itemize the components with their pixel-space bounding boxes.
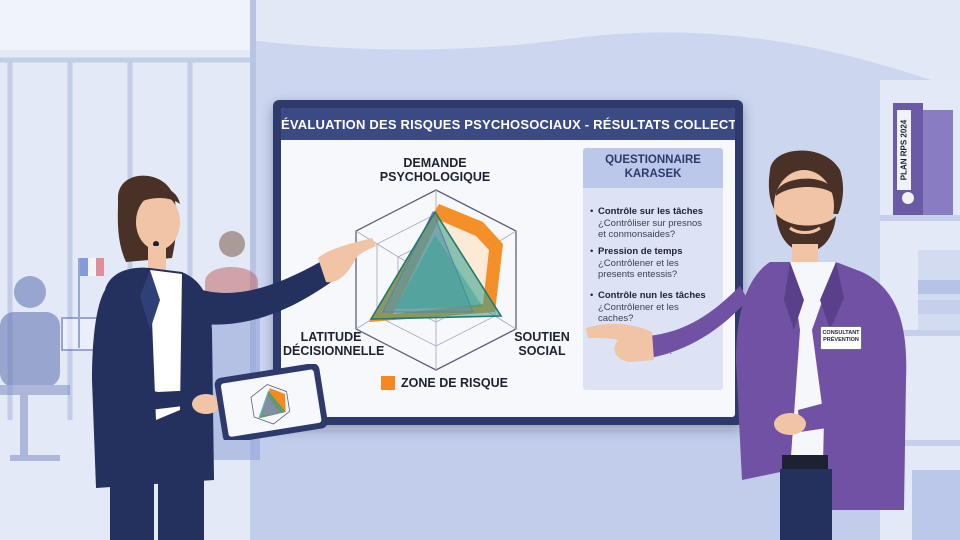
- badge-line: PRÉVENTION: [823, 337, 859, 343]
- questionnaire-header: QUESTIONNAIRE KARASEK: [583, 148, 723, 188]
- man-consultant: [586, 150, 907, 540]
- questionnaire-title-line: KARASEK: [624, 168, 682, 180]
- legend-swatch-risk: [381, 376, 395, 390]
- karasek-radar-chart: [355, 189, 517, 371]
- chart-legend: ZONE DE RISQUE: [381, 376, 508, 390]
- slide-title: ÉVALUATION DES RISQUES PSYCHOSOCIAUX - R…: [281, 117, 735, 132]
- slide-title-bar: ÉVALUATION DES RISQUES PSYCHOSOCIAUX - R…: [281, 108, 735, 140]
- questionnaire-item: • Contrôle sur les tâches ¿Contrôliser s…: [590, 206, 704, 240]
- team-profile-area: [369, 210, 503, 320]
- consultant-badge: CONSULTANT PRÉVENTION: [820, 326, 862, 350]
- questionnaire-item: • Contrôle nun les tâches ¿Contrôlener e…: [590, 290, 706, 324]
- questionnaire-item: • Pression de temps ¿Contrôlener et les …: [590, 246, 683, 280]
- badge-line: CONSULTANT: [822, 330, 860, 336]
- tablet-device: [214, 364, 328, 440]
- presentation-screen: ÉVALUATION DES RISQUES PSYCHOSOCIAUX - R…: [273, 100, 743, 425]
- binder-label-text: PLAN RPS 2024: [899, 119, 909, 181]
- legend-label-risk: ZONE DE RISQUE: [401, 376, 508, 390]
- binder-spine-label: [897, 110, 911, 190]
- woman-presenter: [92, 175, 376, 540]
- questionnaire-title-line: QUESTIONNAIRE: [605, 154, 701, 166]
